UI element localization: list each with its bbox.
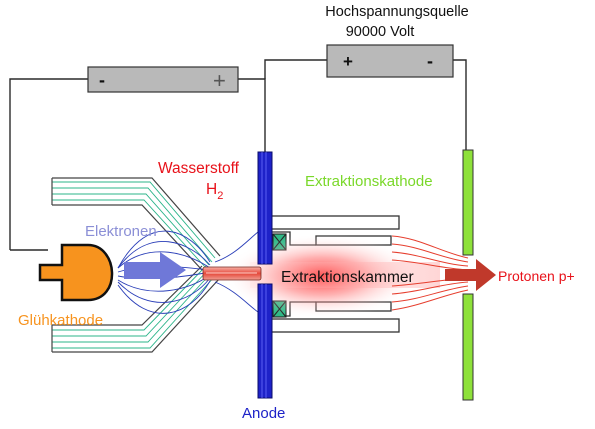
protons-label: Protonen p+ <box>498 268 575 284</box>
field-line-3 <box>117 251 211 269</box>
anode-lower <box>257 283 273 399</box>
anode <box>257 151 273 399</box>
proton-arrow-shaft <box>445 269 477 281</box>
guide-upper-3 <box>52 193 210 266</box>
wire-hv-plus <box>264 59 327 79</box>
guide-lower-outline <box>52 265 221 353</box>
guide-upper-4 <box>52 199 207 269</box>
heater-battery-body <box>87 66 239 93</box>
hydrogen-tube <box>202 266 262 281</box>
guide-upper-1 <box>52 181 216 259</box>
extraction-cathode <box>462 149 474 401</box>
heater-battery: - + <box>87 66 239 93</box>
field-line-9 <box>214 231 259 263</box>
proton-line-7 <box>391 285 469 303</box>
electrons-label: Elektronen <box>85 223 157 240</box>
glow-cathode <box>38 243 114 302</box>
extraction-chamber-label: Extraktionskammer <box>281 269 414 286</box>
field-line-8 <box>117 280 211 314</box>
proton-arrow-head <box>476 259 496 291</box>
extraction-cathode-label: Extraktionskathode <box>305 173 433 190</box>
field-line-1 <box>117 230 211 269</box>
proton-arrow <box>445 259 496 291</box>
hydrogen-symbol-subscript: 2 <box>217 190 223 202</box>
electron-arrow-head <box>160 252 186 288</box>
housing-upper-outer <box>270 215 400 230</box>
hydrogen-symbol: H2 <box>206 181 223 202</box>
proton-line-8 <box>391 289 469 311</box>
proton-line-6 <box>391 281 469 295</box>
guide-lower-3 <box>52 268 210 337</box>
guide-plate-outlines <box>51 177 221 353</box>
cathode-label: Glühkathode <box>18 312 103 329</box>
hv-source-body <box>326 44 454 78</box>
plasma-beam <box>250 262 440 288</box>
heater-minus-sign: - <box>99 70 105 90</box>
field-line-7 <box>117 277 211 303</box>
field-line-6 <box>117 274 211 292</box>
heater-plus-sign: + <box>213 68 226 93</box>
hv-source-voltage: 90000 Volt <box>346 24 415 40</box>
proton-line-2 <box>391 243 469 263</box>
housing-lower-outer <box>270 318 400 333</box>
anode-upper <box>257 151 273 265</box>
extraction-cathode-lower <box>462 293 474 401</box>
guide-lower-1 <box>52 275 216 349</box>
anode-stripes <box>261 152 267 398</box>
circuit-wires <box>9 59 467 251</box>
wire-hv-minus <box>453 59 467 150</box>
anode-label: Anode <box>242 405 285 422</box>
hv-plus-sign: + <box>343 52 353 71</box>
wire-heater-to-anode <box>238 78 266 152</box>
proton-line-3 <box>391 251 469 267</box>
hv-minus-sign: - <box>427 51 433 71</box>
hydrogen-label: Wasserstoff <box>158 160 240 177</box>
electron-arrow-shaft <box>124 262 162 279</box>
hv-source-title: Hochspannungsquelle <box>325 4 469 20</box>
electron-arrow <box>124 252 186 288</box>
hydrogen-symbol-letter: H <box>206 181 217 198</box>
hv-source: + - Hochspannungsquelle 90000 Volt <box>325 4 469 78</box>
extraction-cathode-upper <box>462 149 474 256</box>
field-line-2 <box>117 241 211 269</box>
proton-line-1 <box>391 235 469 259</box>
wire-left-top <box>9 78 88 250</box>
guide-upper-2 <box>52 187 213 263</box>
glow-cathode-body <box>38 243 114 302</box>
guide-upper-outline <box>52 177 221 271</box>
